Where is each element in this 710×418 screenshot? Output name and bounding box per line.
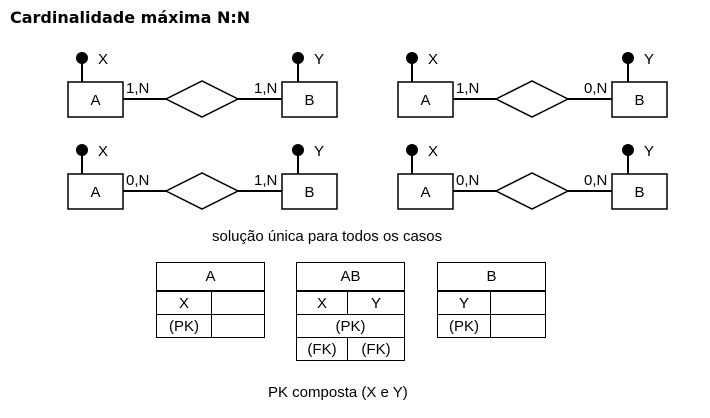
attribute-dot-icon bbox=[292, 144, 304, 156]
cardinality-label: 0,N bbox=[126, 172, 149, 189]
relationship-diamond bbox=[494, 172, 570, 210]
table-a-empty-cell bbox=[211, 314, 265, 338]
table-ab-col-y: Y bbox=[347, 290, 405, 315]
entity-label: A bbox=[420, 92, 430, 109]
attribute-dot-icon bbox=[622, 52, 634, 64]
entity-label: B bbox=[634, 184, 644, 201]
table-a-pk-label: (PK) bbox=[156, 314, 212, 338]
entity-box bbox=[67, 173, 124, 210]
entity-box bbox=[281, 81, 338, 118]
table-b-name: B bbox=[437, 262, 546, 292]
table-a-name: A bbox=[156, 262, 265, 292]
relationship-diamond bbox=[164, 80, 240, 118]
relation-table-b: B Y (PK) bbox=[437, 262, 546, 338]
table-b-pk-label: (PK) bbox=[437, 314, 491, 338]
cardinality-label: 0,N bbox=[584, 80, 607, 97]
entity-box bbox=[67, 81, 124, 118]
entity-box bbox=[611, 173, 668, 210]
attribute-dot-icon bbox=[622, 144, 634, 156]
attribute-label: Y bbox=[314, 51, 324, 68]
cardinality-label: 1,N bbox=[456, 80, 479, 97]
attribute-dot-icon bbox=[76, 144, 88, 156]
attribute-label: X bbox=[428, 143, 438, 160]
er-diagram-3: X Y A B 0,N 1,N bbox=[67, 143, 338, 210]
relation-table-a: A X (PK) bbox=[156, 262, 265, 338]
attribute-dot-icon bbox=[292, 52, 304, 64]
attribute-label: Y bbox=[314, 143, 324, 160]
attribute-label: Y bbox=[644, 143, 654, 160]
cardinality-label: 0,N bbox=[584, 172, 607, 189]
table-b-empty-cell bbox=[490, 314, 546, 338]
table-a-col-x: X bbox=[156, 290, 212, 315]
entity-label: B bbox=[304, 184, 314, 201]
table-ab-name: AB bbox=[296, 262, 405, 292]
attribute-label: X bbox=[98, 143, 108, 160]
table-ab-pk-label: (PK) bbox=[296, 314, 405, 338]
footer-note: PK composta (X e Y) bbox=[268, 384, 408, 401]
table-ab-fk-x-label: (FK) bbox=[296, 337, 348, 361]
cardinality-label: 1,N bbox=[254, 172, 277, 189]
entity-label: A bbox=[90, 184, 100, 201]
relationship-diamond bbox=[494, 80, 570, 118]
cardinality-label: 0,N bbox=[456, 172, 479, 189]
table-ab-fk-y-label: (FK) bbox=[347, 337, 405, 361]
entity-label: A bbox=[90, 92, 100, 109]
table-a-empty-cell bbox=[211, 290, 265, 315]
entity-label: B bbox=[634, 92, 644, 109]
attribute-label: X bbox=[98, 51, 108, 68]
relationship-diamond bbox=[164, 172, 240, 210]
attribute-dot-icon bbox=[76, 52, 88, 64]
diagram-title: Cardinalidade máxima N:N bbox=[10, 8, 251, 27]
attribute-dot-icon bbox=[406, 144, 418, 156]
table-ab-col-x: X bbox=[296, 290, 348, 315]
attribute-dot-icon bbox=[406, 52, 418, 64]
cardinality-label: 1,N bbox=[254, 80, 277, 97]
attribute-label: Y bbox=[644, 51, 654, 68]
table-b-col-y: Y bbox=[437, 290, 491, 315]
entity-box bbox=[397, 173, 454, 210]
attribute-label: X bbox=[428, 51, 438, 68]
er-diagram-4: X Y A B 0,N 0,N bbox=[397, 143, 668, 210]
solution-caption: solução única para todos os casos bbox=[212, 228, 443, 245]
entity-label: B bbox=[304, 92, 314, 109]
entity-box bbox=[281, 173, 338, 210]
entity-box bbox=[397, 81, 454, 118]
er-diagram-2: X Y A B 1,N 0,N bbox=[397, 51, 668, 118]
er-diagram-1: X Y A B 1,N 1,N bbox=[67, 51, 338, 118]
entity-label: A bbox=[420, 184, 430, 201]
table-b-empty-cell bbox=[490, 290, 546, 315]
cardinality-label: 1,N bbox=[126, 80, 149, 97]
entity-box bbox=[611, 81, 668, 118]
